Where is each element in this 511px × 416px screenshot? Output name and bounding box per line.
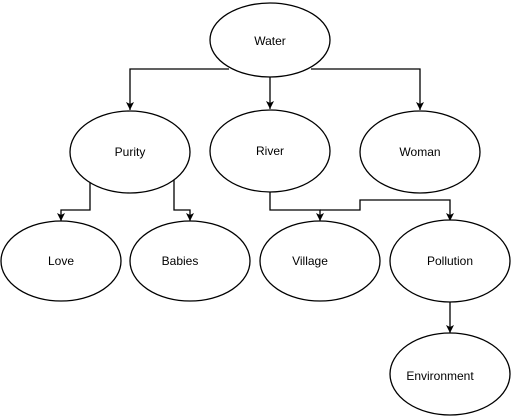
edge-water-purity <box>126 68 229 110</box>
node-river[interactable]: River <box>209 109 331 193</box>
node-village-label: Village <box>292 254 328 268</box>
node-woman-label: Woman <box>399 145 440 159</box>
node-woman[interactable]: Woman <box>359 110 481 194</box>
node-environment[interactable]: Environment <box>389 332 511 416</box>
node-pollution[interactable]: Pollution <box>389 219 511 303</box>
edge-river-village <box>269 192 324 221</box>
node-pollution-label: Pollution <box>427 254 473 268</box>
node-water-label: Water <box>254 34 286 48</box>
edge-purity-babies <box>173 180 194 221</box>
node-purity-label: Purity <box>115 145 146 159</box>
edge-water-woman <box>311 68 424 110</box>
node-love[interactable]: Love <box>0 220 122 302</box>
edge-purity-love <box>57 180 91 221</box>
node-babies[interactable]: Babies <box>129 220 251 302</box>
edge-river-pollution <box>320 199 454 221</box>
node-water[interactable]: Water <box>209 2 331 78</box>
node-babies-label: Babies <box>162 254 199 268</box>
node-river-label: River <box>256 144 284 158</box>
edges <box>57 68 454 333</box>
node-love-label: Love <box>48 254 74 268</box>
node-environment-label: Environment <box>406 369 474 383</box>
node-village[interactable]: Village <box>259 220 381 302</box>
node-purity[interactable]: Purity <box>69 110 191 194</box>
